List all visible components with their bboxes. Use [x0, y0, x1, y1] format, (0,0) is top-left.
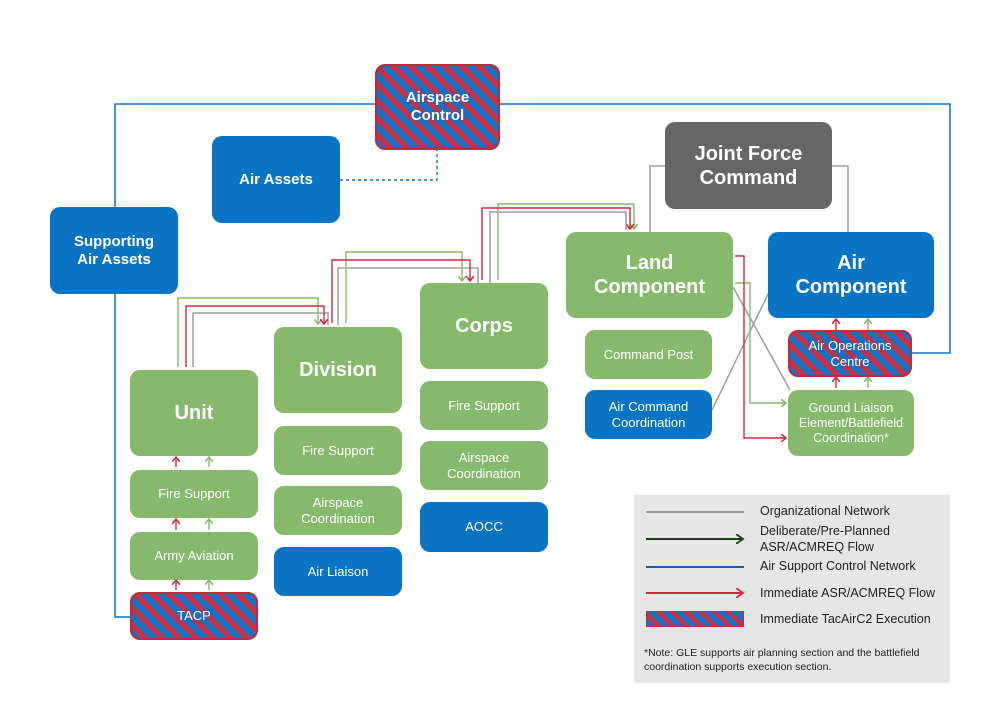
army-aviation-label: Army Aviation: [154, 548, 234, 564]
legend-note: *Note: GLE supports air planning section…: [644, 647, 920, 673]
legend-deliberate-label: Deliberate/Pre-Planned ASR/ACMREQ Flow: [760, 524, 890, 554]
immediate-flow-lines: [176, 207, 836, 590]
corps-airspace-coordination-label: Airspace Coordination: [447, 449, 521, 481]
legend-symbols: [646, 511, 950, 635]
air-operations-centre-label: Air Operations Centre: [808, 337, 892, 369]
air-liaison-label: Air Liaison: [307, 563, 369, 579]
joint-force-command-box: Joint Force Command: [665, 122, 832, 209]
air-command-coordination-box: Air Command Coordination: [585, 390, 712, 439]
air-liaison-box: Air Liaison: [274, 547, 402, 596]
division-airspace-coordination-box: Airspace Coordination: [274, 486, 402, 535]
air-support-control-network: [114, 103, 951, 618]
corps-fire-support-box: Fire Support: [420, 381, 548, 430]
air-component-box: Air Component: [768, 232, 934, 318]
airspace-control-label: Airspace Control: [405, 89, 470, 124]
air-assets-label: Air Assets: [239, 170, 313, 188]
legend-org-label: Organizational Network: [760, 504, 890, 518]
joint-force-command-label: Joint Force Command: [694, 142, 803, 189]
division-airspace-coordination-label: Airspace Coordination: [301, 494, 375, 526]
tacp-box: TACP: [130, 592, 258, 640]
corps-fire-support-label: Fire Support: [448, 397, 520, 413]
air-command-coordination-label: Air Command Coordination: [608, 398, 689, 430]
legend-immediate-label: Immediate ASR/ACMREQ Flow: [760, 586, 936, 600]
air-component-label: Air Component: [795, 252, 907, 298]
corps-label: Corps: [455, 315, 513, 337]
air-operations-centre-box: Air Operations Centre: [788, 330, 912, 377]
supporting-air-assets-label: Supporting Air Assets: [74, 232, 154, 268]
organizational-network: [192, 165, 849, 411]
unit-box: Unit: [130, 370, 258, 456]
airspace-control-box: Airspace Control: [375, 64, 500, 150]
legend-execution-label: Immediate TacAirC2 Execution: [760, 612, 931, 626]
corps-airspace-coordination-box: Airspace Coordination: [420, 441, 548, 490]
aocc-label: AOCC: [465, 519, 503, 535]
aocc-box: AOCC: [420, 502, 548, 552]
division-label: Division: [299, 359, 377, 381]
air-assets-dashed-link: [340, 150, 438, 181]
unit-label: Unit: [174, 402, 214, 424]
division-box: Division: [274, 327, 402, 413]
legend-air-support-label: Air Support Control Network: [760, 559, 916, 573]
tacp-label: TACP: [177, 608, 211, 624]
land-component-box: Land Component: [566, 232, 733, 318]
legend-hatch-swatch: [646, 611, 744, 627]
army-aviation-box: Army Aviation: [130, 532, 258, 580]
division-fire-support-box: Fire Support: [274, 426, 402, 475]
command-post-label: Command Post: [603, 346, 694, 362]
corps-box: Corps: [420, 283, 548, 369]
division-fire-support-label: Fire Support: [302, 442, 374, 458]
command-post-box: Command Post: [585, 330, 712, 379]
supporting-air-assets-box: Supporting Air Assets: [50, 207, 178, 294]
legend: Organizational Network Deliberate/Pre-Pl…: [634, 495, 950, 683]
land-component-label: Land Component: [593, 252, 706, 298]
air-assets-box: Air Assets: [212, 136, 340, 223]
unit-fire-support-label: Fire Support: [158, 486, 230, 502]
ground-liaison-label: Ground Liaison Element/Battlefield Coord…: [798, 400, 904, 445]
deliberate-flow-lines: [177, 203, 868, 590]
unit-fire-support-box: Fire Support: [130, 470, 258, 518]
ground-liaison-box: Ground Liaison Element/Battlefield Coord…: [788, 390, 914, 456]
